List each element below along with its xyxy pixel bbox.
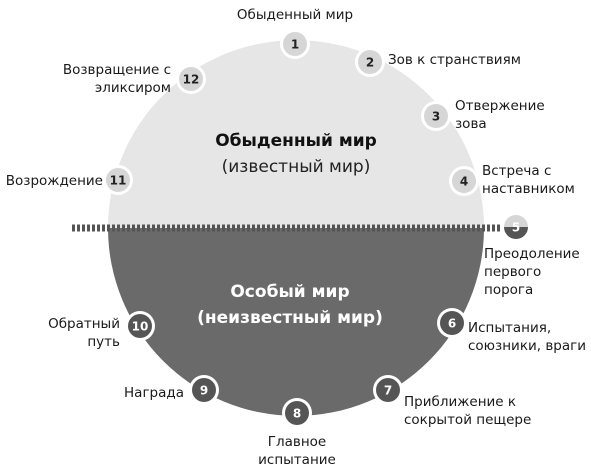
- stage-8-label-line-1: Главное: [268, 434, 326, 450]
- stage-11-number: 11: [110, 174, 127, 188]
- stage-8-disc: [285, 401, 309, 425]
- stage-3: 3 Отвержение зова: [421, 98, 545, 132]
- stage-6: 6 Испытания, союзники, враги: [437, 308, 586, 354]
- stage-3-label-line-1: Отвержение: [455, 98, 545, 114]
- stage-5-label-line-3: порога: [484, 282, 533, 298]
- stage-7-disc: [376, 378, 400, 402]
- ordinary-world-title: Обыденный мир: [215, 131, 377, 151]
- stage-12-number: 12: [183, 73, 200, 87]
- stage-5-label-line-1: Преодоление: [484, 246, 580, 262]
- stage-6-number: 6: [448, 317, 456, 331]
- stage-11-disc: [106, 168, 130, 192]
- stage-10-disc: [128, 314, 152, 338]
- stage-1-disc: [283, 32, 307, 56]
- stage-12-disc: [179, 67, 203, 91]
- stage-12-label-line-2: эликсиром: [95, 80, 171, 96]
- stage-3-label-line-2: зова: [455, 116, 487, 132]
- stage-1-number: 1: [291, 38, 299, 52]
- special-world-subtitle: (неизвестный мир): [197, 308, 383, 328]
- stage-2-label-line-1: Зов к странствиям: [388, 52, 521, 68]
- ordinary-world-subtitle: (известный мир): [222, 157, 371, 177]
- stage-5-lower-disc: [504, 227, 528, 239]
- stage-4-label-line-2: наставником: [482, 181, 575, 197]
- stage-10-label-line-1: Обратный: [48, 316, 120, 332]
- stage-7-number: 7: [384, 384, 392, 398]
- special-world-title: Особый мир: [230, 282, 349, 302]
- stage-9-label-line-1: Награда: [124, 385, 184, 401]
- stage-5-number: 5: [512, 221, 520, 235]
- special-world-zone: [108, 228, 484, 416]
- stage-6-label-line-2: союзники, враги: [468, 338, 586, 354]
- stage-10: 10 Обратный путь: [48, 311, 155, 350]
- stage-9-number: 9: [200, 384, 208, 398]
- stage-6-disc: [440, 311, 464, 335]
- stage-12-label-line-1: Возвращение с: [63, 62, 171, 78]
- stage-10-number: 10: [132, 320, 149, 334]
- stage-4: 4 Встреча с наставником: [449, 163, 575, 197]
- stage-11-label-line-1: Возрождение: [6, 173, 103, 189]
- stage-7-label-line-2: сокрытой пещере: [404, 412, 531, 428]
- stage-1-label-line-1: Обыденный мир: [237, 7, 353, 23]
- stage-11: 11 Возрождение: [6, 165, 133, 195]
- stage-8-number: 8: [293, 407, 301, 421]
- stage-9-disc: [192, 378, 216, 402]
- stage-5-label-line-2: первого: [484, 264, 541, 280]
- stage-4-label-line-1: Встреча с: [482, 163, 551, 179]
- stage-2-disc: [358, 50, 382, 74]
- stage-10-label-line-2: путь: [87, 334, 120, 350]
- stage-4-disc: [452, 169, 476, 193]
- stage-8-label-line-2: испытание: [258, 452, 336, 468]
- stage-9: 9 Награда: [124, 375, 219, 405]
- stage-6-label-line-1: Испытания,: [468, 320, 551, 336]
- stage-1: 1 Обыденный мир: [237, 7, 353, 59]
- stage-2: 2 Зов к странствиям: [355, 47, 521, 77]
- stage-3-number: 3: [432, 110, 440, 124]
- stage-12: 12 Возвращение с эликсиром: [63, 62, 206, 96]
- stage-3-disc: [424, 104, 448, 128]
- stage-4-number: 4: [460, 175, 468, 189]
- stage-5-upper-disc: [504, 215, 528, 227]
- stage-2-number: 2: [366, 56, 374, 70]
- stage-7-label-line-1: Приближение к: [404, 394, 516, 410]
